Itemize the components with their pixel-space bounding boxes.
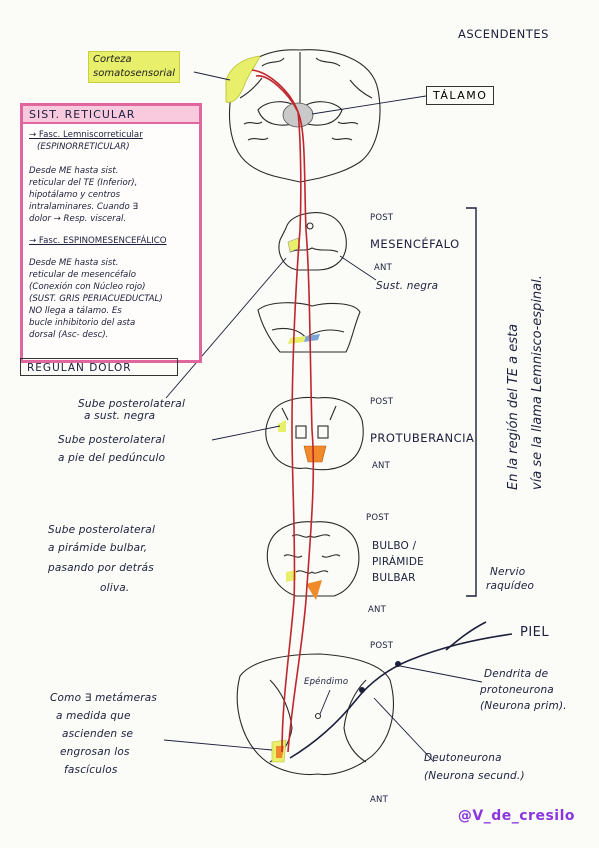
annotation-pyramid-4: oliva. — [100, 582, 130, 594]
upper-pons-yellow — [288, 336, 306, 344]
spinal-nerve-label-1: Nervio — [490, 566, 526, 578]
brain-section — [229, 49, 381, 183]
ascending-tracts — [251, 69, 315, 753]
page-title: ASCENDENTES — [458, 27, 549, 41]
substantia-nigra-label: Sust. negra — [376, 280, 439, 292]
pons-section — [265, 396, 364, 471]
reticular-line-10: (Conexión con Núcleo rojo) — [29, 282, 146, 292]
midbrain-ant-label: ANT — [374, 263, 392, 273]
cortex-label-line1: Corteza — [93, 54, 132, 65]
upper-pons-blue — [304, 334, 320, 342]
vertical-note-line1: En la región del TE a esta — [506, 323, 521, 490]
cortex-label: Corteza somatosensorial — [88, 51, 181, 83]
annotation-peduncle-2: a pie del pedúnculo — [58, 452, 166, 464]
medulla-label-2: PIRÁMIDE — [372, 556, 424, 568]
annotation-pyramid-2: a pirámide bulbar, — [48, 542, 148, 554]
reticular-line-12: NO llega a tálamo. Es — [29, 306, 122, 316]
reticular-line-5: intralaminares. Cuando ∃ — [29, 202, 138, 212]
reticular-box-title: SIST. RETICULAR — [23, 106, 199, 124]
annotation-peduncle-1: Sube posterolateral — [58, 434, 166, 446]
spinal-post-label: POST — [370, 641, 394, 651]
dendrite-node — [395, 661, 401, 667]
regulan-dolor-box: REGULAN DOLOR — [20, 358, 178, 376]
medulla-orange — [306, 580, 322, 600]
reticular-line-0: → Fasc. Lemniscorreticular — [29, 130, 143, 140]
deutoneuron-label-2: (Neurona secund.) — [424, 770, 525, 782]
spinal-nerve — [289, 621, 513, 759]
reticular-system-box: SIST. RETICULAR → Fasc. Lemniscorreticul… — [20, 103, 202, 363]
pons-post-label: POST — [370, 397, 394, 407]
medulla-label-3: BULBAR — [372, 572, 416, 584]
annotation-substantia-nigra-2: a sust. negra — [84, 410, 156, 422]
dendrite-label-2: protoneurona — [480, 684, 554, 696]
substantia-nigra-yellow — [287, 237, 301, 253]
reticular-line-11: (SUST. GRIS PERIACUEDUCTAL) — [29, 294, 163, 304]
annotation-pyramid-1: Sube posterolateral — [48, 524, 156, 536]
midbrain-post-label: POST — [370, 213, 394, 223]
reticular-line-8: Desde ME hasta sist. — [29, 258, 119, 268]
ependymus-label: Epéndimo — [304, 677, 349, 687]
metameres-label-5: fascículos — [64, 764, 118, 776]
metameres-label-2: a medida que — [56, 710, 131, 722]
spinal-nerve-label-2: raquídeo — [486, 580, 535, 592]
pons-yellow — [278, 420, 286, 432]
medulla-ant-label: ANT — [368, 605, 386, 615]
metameres-label-1: Como ∃ metámeras — [50, 692, 158, 704]
dendrite-label-3: (Neurona prim). — [480, 700, 567, 712]
metameres-label-3: ascienden se — [62, 728, 134, 740]
pons-label: PROTUBERANCIA — [370, 431, 475, 445]
cortex-label-line2: somatosensorial — [93, 68, 176, 79]
vertical-note-line2: vía se la llama Lemnisco-espinal. — [530, 275, 545, 490]
midbrain-section — [278, 211, 347, 271]
pons-orange — [303, 445, 327, 463]
reticular-line-3: reticular del TE (Inferior), — [29, 178, 138, 188]
metameres-label-4: engrosan los — [60, 746, 130, 758]
reticular-line-13: bucle inhibitorio del asta — [29, 318, 136, 328]
midbrain-label: MESENCÉFALO — [370, 237, 460, 251]
deutoneuron-label-1: Deutoneurona — [424, 752, 502, 764]
reticular-line-4: hipotálamo y centros — [29, 190, 121, 200]
leader-lines — [163, 71, 483, 763]
spinal-ant-label: ANT — [370, 795, 388, 805]
skin-label: PIEL — [520, 625, 550, 640]
annotation-pyramid-3: pasando por detrás — [48, 562, 154, 574]
medulla-label-1: BULBO / — [372, 540, 417, 552]
reticular-line-7: → Fasc. ESPINOMESENCEFÁLICO — [29, 236, 167, 246]
deutoneuron-node — [359, 687, 365, 693]
annotation-substantia-nigra-1: Sube posterolateral — [78, 398, 186, 410]
reticular-line-1: (ESPINORRETICULAR) — [37, 142, 130, 152]
spinal-cord-section — [236, 653, 394, 776]
pons-ant-label: ANT — [372, 461, 390, 471]
region-bracket — [466, 207, 477, 597]
author-credit: @V_de_cresilo — [457, 808, 575, 824]
medulla-yellow — [286, 570, 296, 582]
thalamus-label: TÁLAMO — [426, 86, 495, 105]
medulla-post-label: POST — [366, 513, 390, 523]
reticular-line-2: Desde ME hasta sist. — [29, 166, 119, 176]
reticular-line-14: dorsal (Asc- desc). — [29, 330, 109, 340]
cortex-highlight — [225, 55, 261, 103]
dendrite-label-1: Dendrita de — [484, 668, 549, 680]
reticular-line-6: dolor → Resp. visceral. — [29, 214, 127, 224]
reticular-line-9: reticular de mesencéfalo — [29, 270, 136, 280]
